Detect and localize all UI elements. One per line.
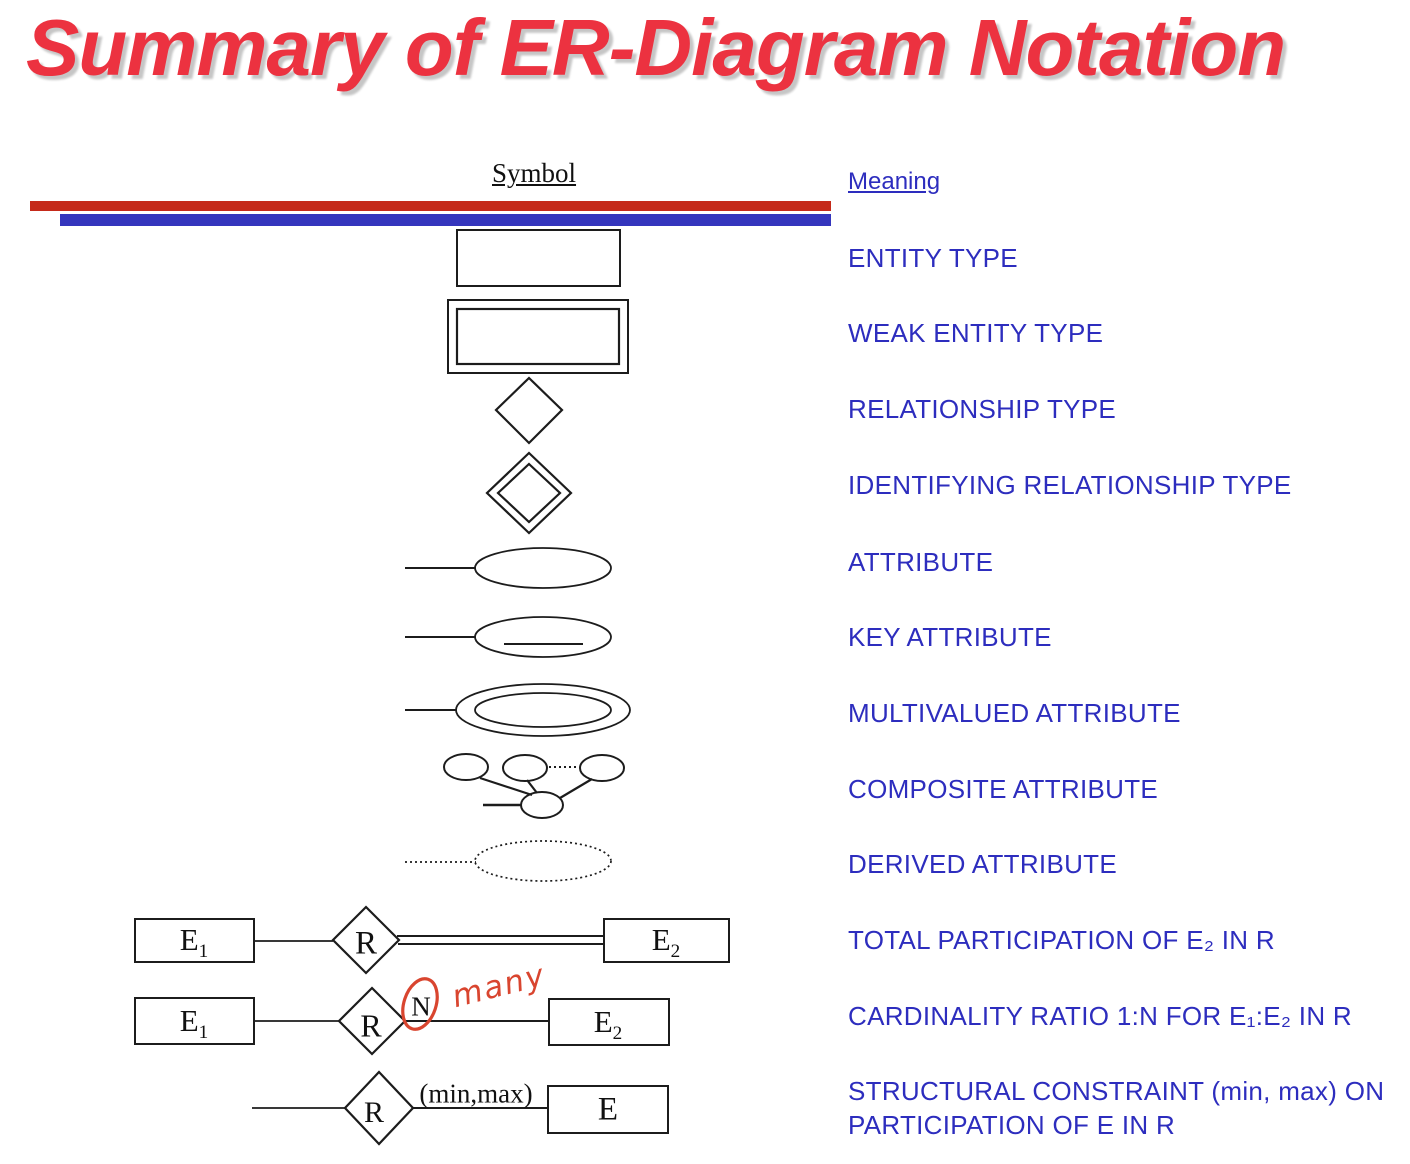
divider-red-bar: [30, 201, 831, 211]
meaning-structural-constraint-line2: PARTICIPATION OF E IN R: [848, 1110, 1176, 1140]
red-circle-annotation: [401, 977, 439, 1031]
meaning-structural-constraint-line1: STRUCTURAL CONSTRAINT (min, max) ON: [848, 1076, 1385, 1106]
meaning-identifying-rel-type: IDENTIFYING RELATIONSHIP TYPE: [848, 470, 1292, 500]
min-max-label: (min,max): [419, 1078, 533, 1109]
meaning-entity-type: ENTITY TYPE: [848, 243, 1018, 273]
key-attribute-symbol: [405, 616, 612, 658]
meaning-total-participation: TOTAL PARTICIPATION OF E₂ IN R: [848, 925, 1275, 955]
divider-blue-bar: [60, 214, 831, 226]
total-participation-symbol: [134, 905, 730, 975]
symbol-column-header: Symbol: [492, 158, 577, 188]
relationship-label: R: [363, 1096, 385, 1129]
meaning-attribute: ATTRIBUTE: [848, 547, 994, 577]
entity1-label: E1: [179, 1003, 209, 1044]
page-title: Summary of ER-Diagram Notation: [26, 3, 1286, 92]
meaning-key-attribute: KEY ATTRIBUTE: [848, 622, 1052, 652]
meaning-relationship-type: RELATIONSHIP TYPE: [848, 394, 1117, 424]
attribute-symbol: [405, 547, 612, 589]
meaning-cardinality-ratio: CARDINALITY RATIO 1:N FOR E₁:E₂ IN R: [848, 1001, 1352, 1031]
composite-attribute-symbol: [443, 753, 625, 819]
multivalued-attribute-symbol: [405, 683, 631, 737]
meaning-derived-attribute: DERIVED ATTRIBUTE: [848, 849, 1117, 879]
meaning-weak-entity-type: WEAK ENTITY TYPE: [848, 318, 1104, 348]
cardinality-ratio-symbol: many: [134, 957, 670, 1056]
entity1-label: E1: [179, 922, 209, 963]
many-annotation: many: [448, 957, 549, 1015]
meaning-composite-attribute: COMPOSITE ATTRIBUTE: [848, 774, 1159, 804]
weak-entity-type-symbol: [447, 299, 629, 374]
relationship-label: R: [354, 925, 378, 962]
entity2-label: E2: [593, 1004, 623, 1045]
meaning-column-header: Meaning: [848, 168, 941, 195]
entity-type-symbol: [456, 229, 621, 287]
cardinality-n-label: N: [411, 991, 431, 1022]
meaning-multivalued-attribute: MULTIVALUED ATTRIBUTE: [848, 698, 1181, 728]
derived-attribute-symbol: [405, 840, 612, 882]
relationship-label: R: [360, 1007, 382, 1044]
relationship-type-symbol: [494, 376, 564, 445]
identifying-relationship-type-symbol: [485, 451, 573, 535]
structural-constraint-symbol: [252, 1070, 669, 1146]
entity2-label: E2: [651, 922, 681, 963]
entity-label: E: [597, 1091, 619, 1128]
